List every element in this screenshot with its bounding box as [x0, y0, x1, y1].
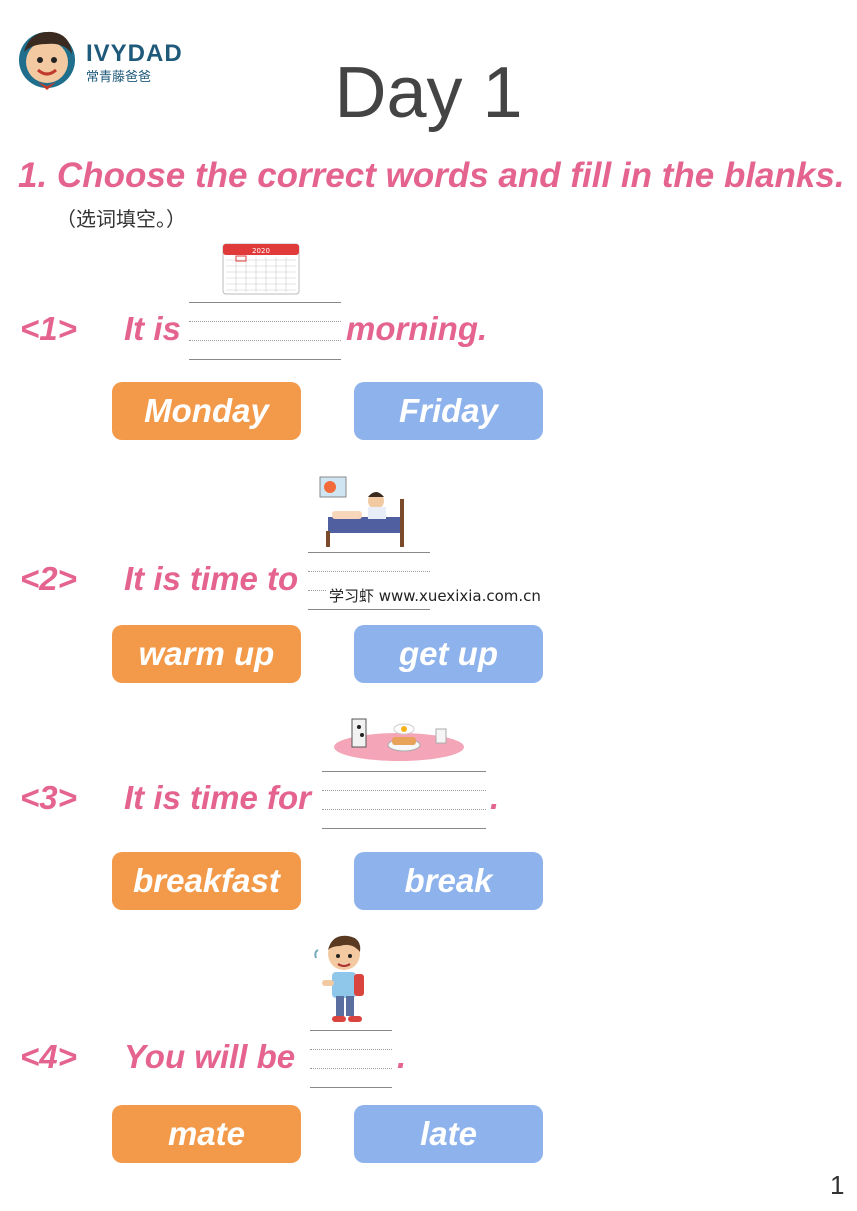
question-1-text-after: morning.	[346, 310, 488, 347]
question-2-text-before: It is time to	[124, 560, 299, 597]
calendar-year: 2020	[252, 247, 270, 255]
logo-brand: IVYDAD	[86, 40, 183, 67]
running-boy-icon	[314, 935, 364, 1022]
question-1-option-b[interactable]: Friday	[354, 382, 543, 440]
question-4-text-after: .	[397, 1038, 407, 1075]
question-4-blank[interactable]	[310, 1030, 392, 1088]
wake-up-bed-icon	[319, 476, 404, 547]
question-4-option-b[interactable]: late	[354, 1105, 543, 1163]
page-title: Day 1	[334, 53, 523, 133]
question-4-text-before: You will be	[124, 1038, 296, 1075]
instruction-chinese: （选词填空。）	[56, 207, 186, 231]
question-4-number: <4>	[20, 1038, 77, 1075]
question-1-text-before: It is	[124, 310, 181, 347]
question-3-option-a[interactable]: breakfast	[112, 852, 301, 910]
question-2-option-b[interactable]: get up	[354, 625, 543, 683]
question-3-option-b[interactable]: break	[354, 852, 543, 910]
page-number: 1	[830, 1170, 845, 1200]
question-3-number: <3>	[20, 779, 77, 816]
breakfast-table-icon	[334, 718, 464, 761]
question-3-text-after: .	[490, 779, 500, 816]
ivydad-logo-icon	[19, 31, 75, 90]
question-2-number: <2>	[20, 560, 77, 597]
question-2-option-a[interactable]: warm up	[112, 625, 301, 683]
question-1-number: <1>	[20, 310, 77, 347]
question-1-option-a[interactable]: Monday	[112, 382, 301, 440]
logo-chinese-name: 常青藤爸爸	[86, 70, 152, 85]
question-3-blank[interactable]	[322, 771, 486, 829]
question-4-option-a[interactable]: mate	[112, 1105, 301, 1163]
instruction-heading: 1. Choose the correct words and fill in …	[18, 156, 845, 195]
question-3-text-before: It is time for	[124, 779, 312, 816]
question-1-blank[interactable]	[189, 302, 341, 360]
watermark: 学习虾 www.xuexixia.com.cn	[327, 585, 543, 606]
calendar-icon: 2020	[222, 243, 300, 295]
